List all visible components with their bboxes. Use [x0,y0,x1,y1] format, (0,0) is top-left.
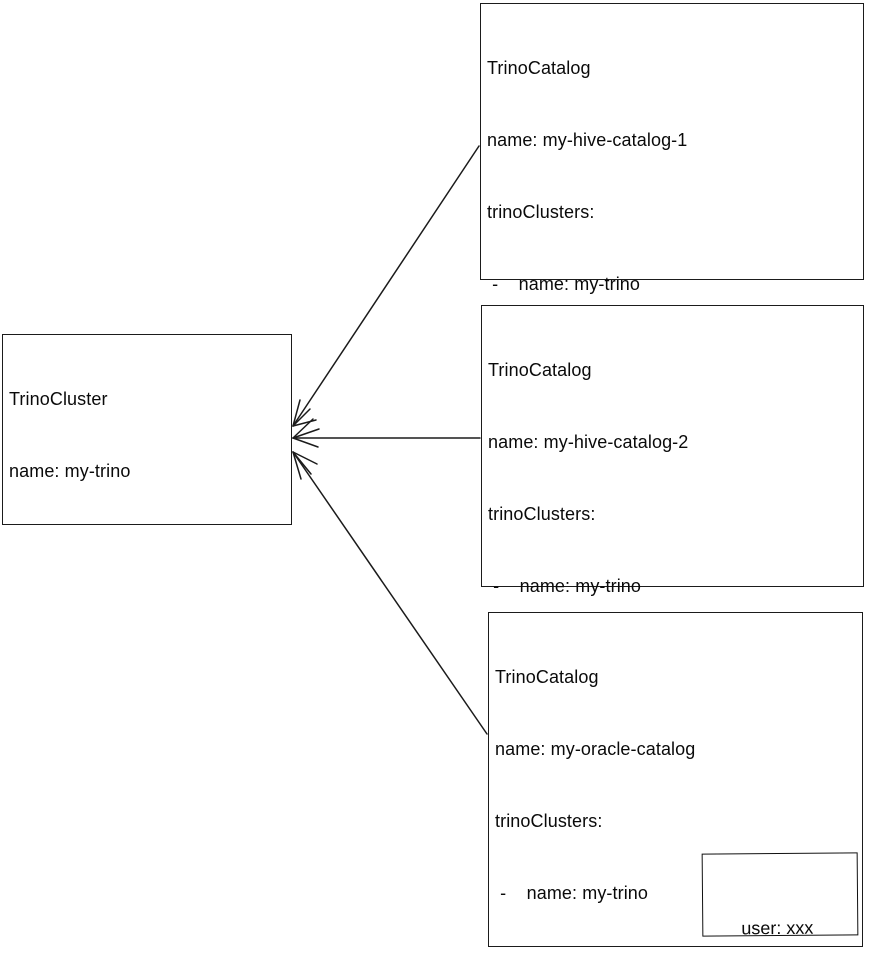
catalog-1-line-1: name: my-hive-catalog-2 [488,432,689,452]
catalog-2-line-1: name: my-oracle-catalog [495,739,696,759]
catalog-2-line-2: trinoClusters: [495,811,603,831]
trino-catalog-node-my-hive-catalog-1[interactable]: TrinoCatalog name: my-hive-catalog-1 tri… [480,3,864,654]
trino-cluster-node[interactable]: TrinoCluster name: my-trino [2,334,292,525]
catalog-2-line-3: - name: my-trino [495,883,649,903]
trino-catalog-node-my-oracle-catalog[interactable]: TrinoCatalog name: my-oracle-catalog tri… [488,612,863,947]
catalog-2-line-0: TrinoCatalog [495,667,599,687]
trino-catalog-node-my-hive-catalog-2[interactable]: TrinoCatalog name: my-hive-catalog-2 tri… [481,305,864,884]
cluster-line-1: name: my-trino [9,461,131,481]
catalog-0-line-3: - name: my-trino [487,274,641,294]
catalog-1-line-0: TrinoCatalog [488,360,592,380]
cluster-line-0: TrinoCluster [9,389,108,409]
catalog-1-line-3: - name: my-trino [488,576,642,596]
secret-line-0: user: xxx [741,917,814,939]
catalog-0-line-2: trinoClusters: [487,202,595,222]
edge-hive-catalog-2-to-cluster [292,418,481,448]
catalog-1-line-2: trinoClusters: [488,504,596,524]
edge-oracle-catalog-to-cluster [292,451,488,735]
catalog-0-line-0: TrinoCatalog [487,58,591,78]
catalog-0-line-1: name: my-hive-catalog-1 [487,130,688,150]
oracle-credentials-secret-node[interactable]: user: xxx password: xxx [701,852,859,938]
edge-hive-catalog-1-to-cluster [292,145,480,427]
trino-catalog-spec: TrinoCatalog name: my-oracle-catalog tri… [495,617,858,954]
trino-cluster-spec: TrinoCluster name: my-trino [9,339,287,531]
oracle-credentials-secret-content: user: xxx password: xxx [703,865,853,954]
